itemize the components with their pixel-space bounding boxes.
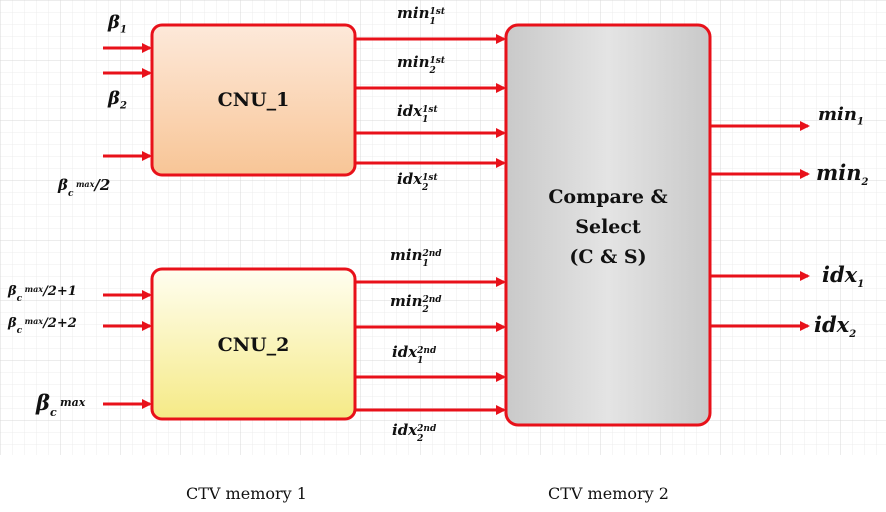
compare-select-label: Compare & Select (C & S) xyxy=(506,182,710,272)
label-out-min1: min1 xyxy=(818,104,864,128)
cs-line-2: Select xyxy=(575,216,641,238)
label-beta2: β2 xyxy=(108,88,127,112)
label-out-min2: min2 xyxy=(816,160,869,189)
label-beta1: β1 xyxy=(108,12,127,36)
cnu1-block xyxy=(150,23,357,177)
caption-ctv-memory-1: CTV memory 1 xyxy=(186,484,307,503)
caption-ctv-memory-2: CTV memory 2 xyxy=(548,484,669,503)
cnu1-label: CNU_1 xyxy=(217,89,290,111)
cs-line-1: Compare & xyxy=(548,186,668,208)
label-out-idx1: idx1 xyxy=(822,262,865,291)
cs-line-3: (C & S) xyxy=(569,246,647,268)
cnu2-label: CNU_2 xyxy=(217,334,290,356)
compare-select-block xyxy=(504,23,712,427)
label-out-idx2: idx2 xyxy=(814,312,857,341)
cnu2-block xyxy=(150,267,357,421)
